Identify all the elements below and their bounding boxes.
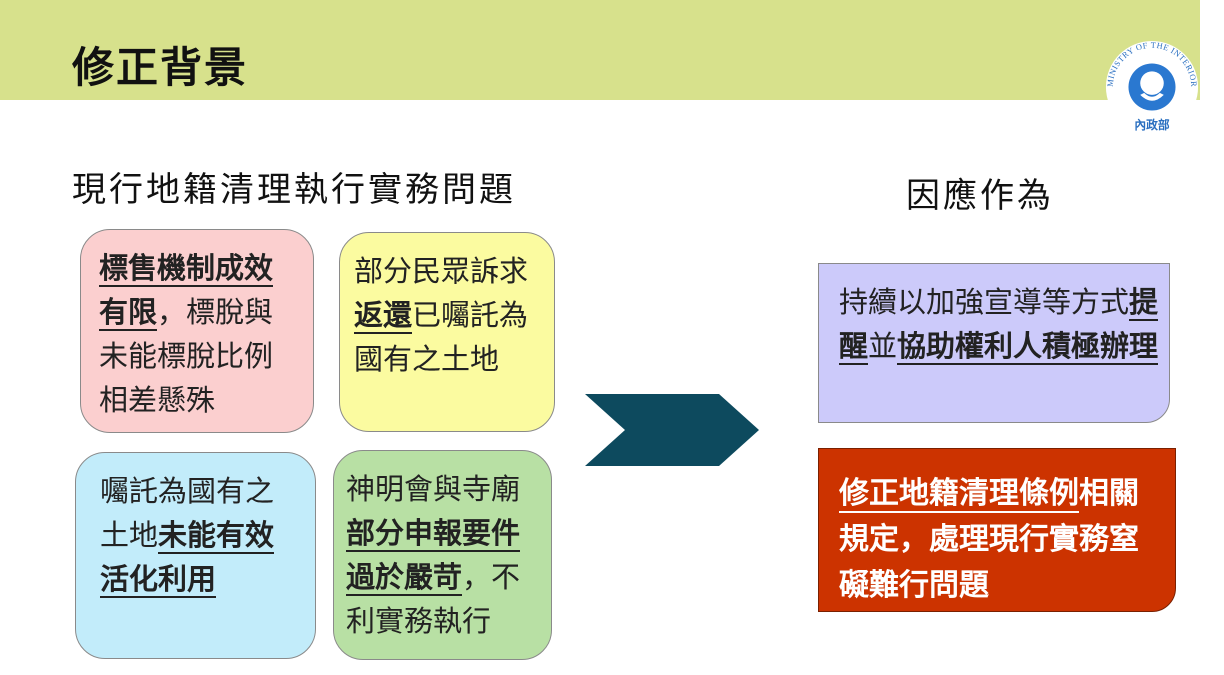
response-text: 並: [868, 329, 898, 363]
problem-box-return-request: 部分民眾訴求返還已囑託為國有之土地: [339, 232, 555, 432]
chevron-arrow-icon: [585, 394, 759, 466]
problem-emphasis: 返還: [354, 298, 413, 334]
response-emphasis: 提醒: [839, 285, 1159, 365]
problem-text: 神明會與寺廟: [346, 472, 521, 506]
slide-title: 修正背景: [72, 43, 249, 92]
logo-bottom-text: 內政部: [1134, 118, 1170, 132]
response-emphasis: 協助權利人積極辦理: [897, 329, 1159, 365]
problem-box-auction: 標售機制成效有限，標脫與未能標脫比例相差懸殊: [80, 229, 314, 433]
problems-heading: 現行地籍清理執行實務問題: [72, 170, 516, 210]
response-text: 持續以加強宣導等方式: [839, 285, 1130, 319]
problem-box-land-utilization: 囑託為國有之土地未能有效活化利用: [75, 452, 316, 659]
problem-text: 囑託為國有之土地: [100, 474, 275, 552]
problem-text: ，不利實務執行: [346, 560, 521, 638]
problem-emphasis: 標售機制成效有限: [99, 251, 274, 331]
response-text: 相關規定，處理現行實務窒礙難行問題: [839, 476, 1139, 603]
problem-text: 部分民眾訴求: [354, 254, 529, 288]
problem-box-temple-requirements: 神明會與寺廟部分申報要件過於嚴苛，不利實務執行: [333, 450, 552, 660]
response-emphasis: 修正地籍清理條例: [839, 476, 1079, 513]
header-band: [0, 0, 1200, 100]
problem-emphasis: 未能有效活化利用: [100, 518, 275, 598]
ministry-of-interior-logo: MINISTRY OF THE INTERIOR 內政部: [1106, 41, 1199, 134]
response-box-law-amendment: 修正地籍清理條例相關規定，處理現行實務窒礙難行問題: [818, 448, 1176, 612]
problem-emphasis: 部分申報要件過於嚴苛: [346, 516, 521, 596]
problem-text: ，標脫與未能標脫比例相差懸殊: [99, 295, 274, 417]
problem-text: 已囑託為國有之土地: [354, 298, 529, 376]
responses-heading: 因應作為: [906, 176, 1054, 216]
response-box-promotion: 持續以加強宣導等方式提醒並協助權利人積極辦理: [818, 263, 1170, 423]
